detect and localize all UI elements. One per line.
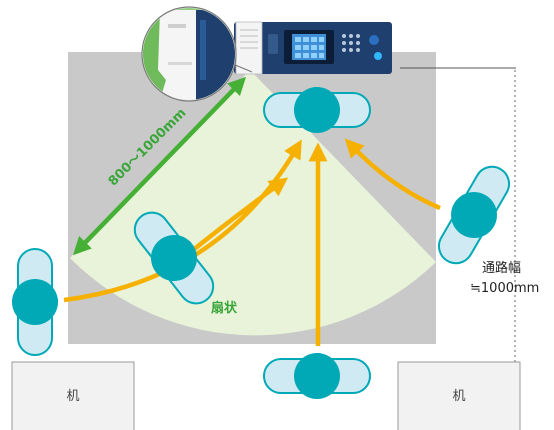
- fan-area-label: 扇状: [211, 300, 238, 316]
- distance-arrow: [72, 76, 247, 256]
- arrow-from-right: [344, 138, 441, 211]
- person-topdown-icon: [263, 353, 371, 399]
- desk-right-label: 机: [452, 389, 465, 404]
- desk-left: 机: [11, 361, 135, 430]
- desk-right: 机: [397, 361, 521, 430]
- multifunction-printer-icon: [234, 21, 392, 75]
- desk-left-label: 机: [66, 389, 79, 404]
- aisle-width-label: 通路幅: [482, 260, 521, 276]
- person-topdown-icon: [12, 248, 58, 356]
- person-topdown-icon: [438, 165, 510, 265]
- person-topdown-icon: [133, 211, 215, 305]
- aisle-width-value: ≒1000mm: [470, 281, 539, 296]
- person-topdown-icon: [263, 87, 371, 133]
